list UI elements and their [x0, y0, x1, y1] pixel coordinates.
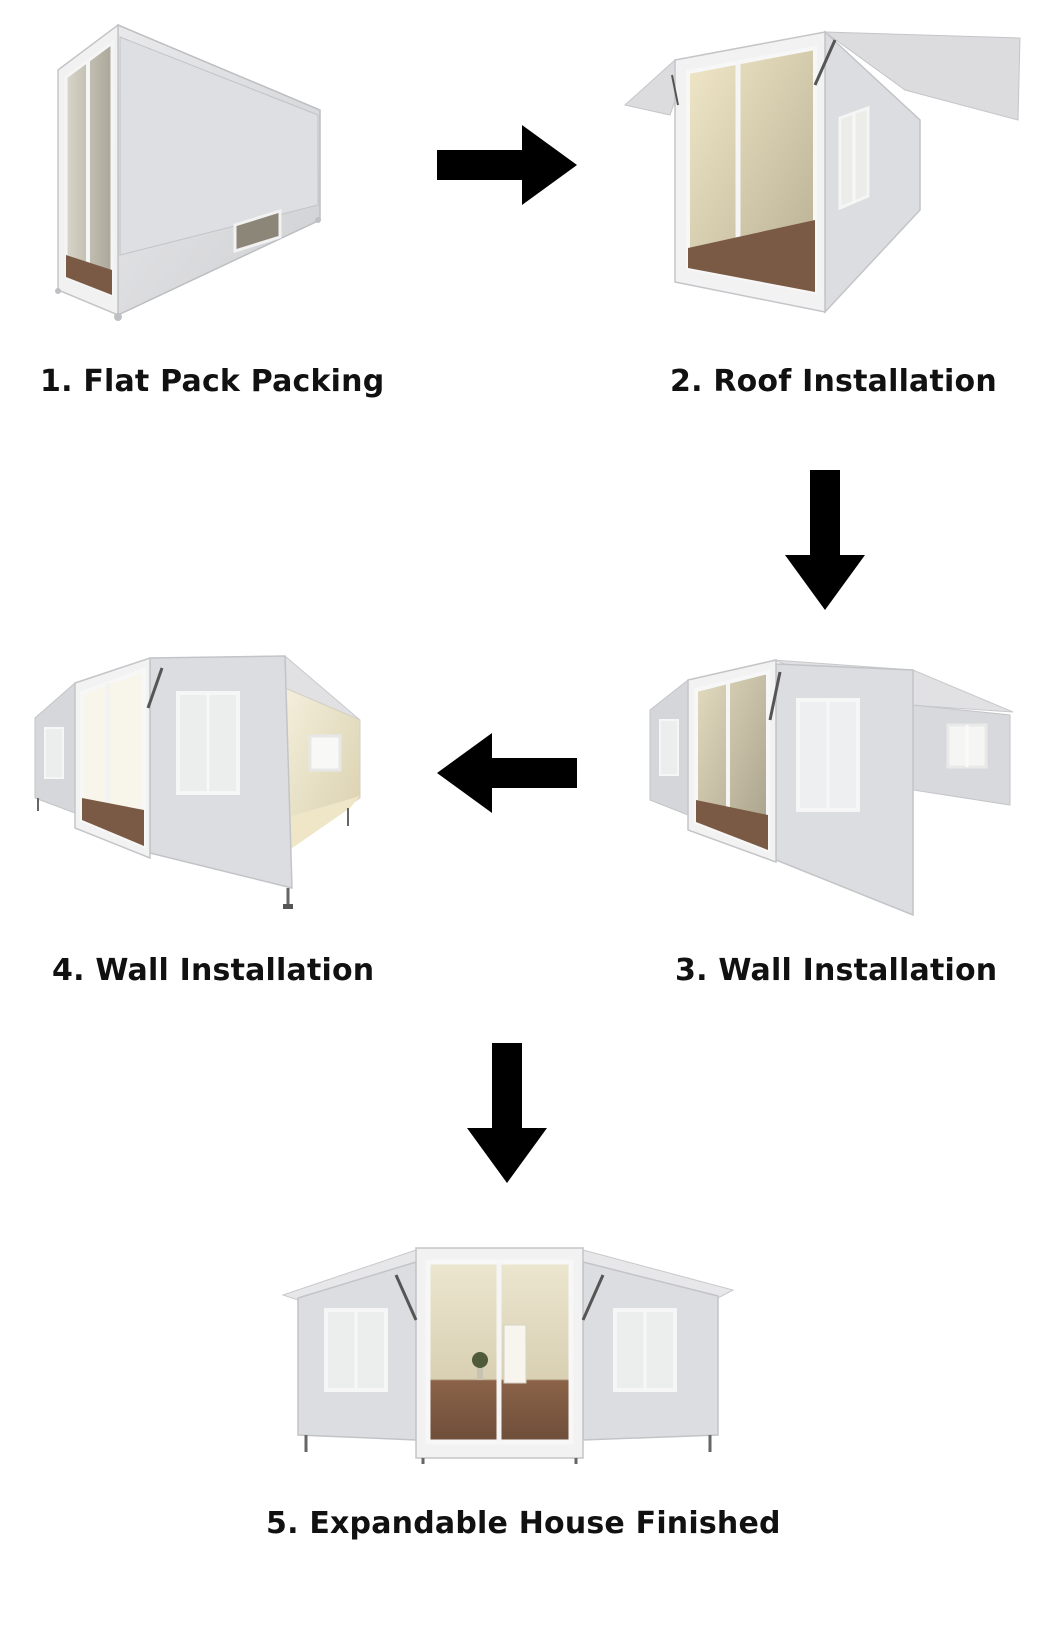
step-1-flat-pack-illustration — [55, 23, 321, 321]
step-5-label: 5. Expandable House Finished — [266, 1506, 781, 1541]
step-4-wall-illustration — [34, 655, 361, 909]
arrow-left-icon — [437, 733, 577, 813]
step-2-label: 2. Roof Installation — [670, 364, 997, 399]
arrow-down-icon — [467, 1043, 547, 1183]
step-4-label: 4. Wall Installation — [52, 953, 375, 988]
step-5-finished-house-illustration — [281, 1247, 735, 1464]
step-3-label: 3. Wall Installation — [675, 953, 998, 988]
step-1-label: 1. Flat Pack Packing — [40, 364, 385, 399]
step-3-wall-illustration — [649, 659, 1014, 917]
step-2-roof-illustration — [623, 30, 1021, 314]
arrow-down-icon — [785, 470, 865, 610]
arrow-right-icon — [437, 125, 577, 205]
